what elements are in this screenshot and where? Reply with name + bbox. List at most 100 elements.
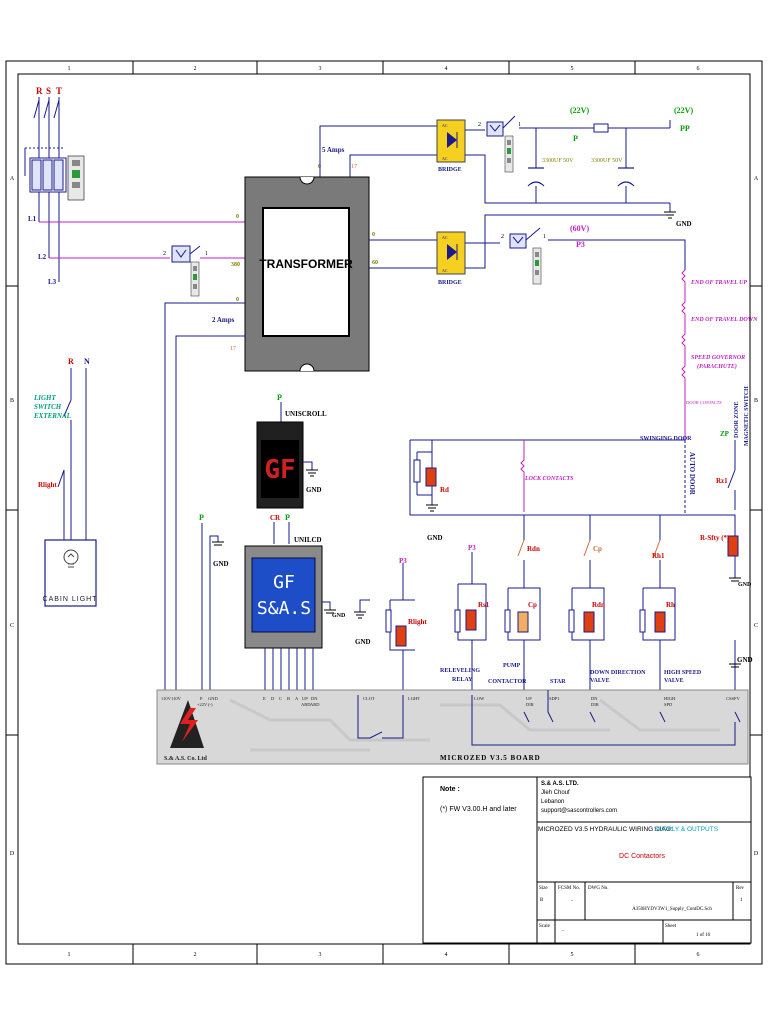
dc-breaker-bottom-pin-2: 2 bbox=[501, 234, 504, 240]
bridge-top-label: BRIDGE bbox=[438, 167, 462, 173]
l3-label: L3 bbox=[48, 278, 57, 286]
col-label-4: 4 bbox=[445, 66, 448, 72]
auto-door-label: AUTO DOOR bbox=[688, 452, 696, 496]
pump-label-1: PUMP bbox=[503, 663, 521, 669]
row-label-c-right: C bbox=[754, 623, 758, 629]
lock-contacts-label: LOCK CONTACTS bbox=[524, 476, 574, 482]
microzed-board: S.& A.S. Co. Ltd MICROZED V3.5 BOARD 110… bbox=[156, 689, 749, 765]
bridge-top-ac-2: AC bbox=[442, 156, 448, 161]
company-logo: S.& A.S. Co. Ltd bbox=[164, 700, 208, 762]
cp-contact-label: Cp bbox=[593, 545, 602, 553]
company-logo-text: S.& A.S. Co. Ltd bbox=[164, 756, 208, 762]
col-label-4-bottom: 4 bbox=[445, 952, 448, 958]
transformer-label: TRANSFORMER bbox=[259, 257, 353, 271]
safety-chain-wiring bbox=[681, 269, 686, 440]
cabin-light-box bbox=[44, 539, 97, 607]
cabin-lighting: R N LIGHT SWITCH EXTERNAL Rlight CABIN L… bbox=[33, 357, 97, 607]
size-label: Size bbox=[539, 886, 548, 891]
transformer-pin-17-bottom: 17 bbox=[230, 346, 236, 352]
uniscroll-p-label: P bbox=[277, 393, 282, 402]
board-pin-b: B bbox=[287, 696, 290, 701]
scale-label: Scale bbox=[539, 924, 551, 929]
transformer-amps-bottom: 2 Amps bbox=[212, 316, 235, 324]
unilcd-gnd-label: GND bbox=[332, 613, 346, 619]
main-supply: R S T bbox=[24, 86, 245, 286]
magnetic-switch-label: MAGNETIC SWITCH bbox=[744, 386, 750, 446]
down-valve-label-1: DOWN DIRECTION bbox=[590, 670, 646, 676]
board-pin-up-dir-sub: DIR bbox=[526, 702, 534, 707]
board-pin-dn-dir-sub: DIR bbox=[591, 702, 599, 707]
col-label-6-bottom: 6 bbox=[697, 952, 700, 958]
primary-breaker: 2 1 bbox=[163, 245, 208, 297]
uniscroll-display: P UNISCROLL GF GND bbox=[256, 393, 327, 509]
pp-label: PP bbox=[680, 124, 690, 133]
fcsm-value: - bbox=[571, 899, 573, 904]
board-pin-110v-a: 110V bbox=[161, 696, 172, 701]
board-pin-high-spd: SPD bbox=[664, 702, 673, 707]
primary-breaker-pin-2: 2 bbox=[163, 251, 166, 257]
gnd-sfty-label: GND bbox=[738, 582, 752, 588]
sheet-label: Sheet bbox=[665, 924, 677, 929]
unilcd-label: UNILCD bbox=[294, 536, 322, 544]
address-line-1: Jleh Chouf bbox=[541, 790, 570, 796]
output-gnd-symbols bbox=[354, 611, 741, 668]
board-pin-high: HIGH bbox=[664, 696, 676, 701]
filter-capacitors bbox=[527, 167, 635, 187]
sheet-value: 1 of 16 bbox=[696, 933, 711, 938]
rdn-contact-label: Rdn bbox=[527, 545, 540, 553]
rz1-label: Rz1 bbox=[716, 477, 728, 485]
col-label-1: 1 bbox=[68, 66, 71, 72]
row-label-a: A bbox=[10, 176, 15, 182]
relay-r-sfty-label: R-Sfty (*) bbox=[700, 534, 730, 542]
phase-r-label: R bbox=[36, 86, 43, 96]
uniscroll-segment-text: GF bbox=[264, 455, 295, 485]
col-label-3: 3 bbox=[319, 66, 322, 72]
unilcd-line-1: GF bbox=[273, 572, 295, 593]
drawing-frame: 1 2 3 4 5 6 1 2 3 4 5 6 A B C D A B C D bbox=[5, 60, 763, 965]
col-label-2-bottom: 2 bbox=[194, 952, 197, 958]
title-block: Note : (*) FW V3.00.H and later S.& A.S.… bbox=[422, 776, 752, 944]
note-label: Note : bbox=[440, 786, 460, 793]
board-pin-clot: CLOT bbox=[363, 696, 375, 701]
col-label-1-bottom: 1 bbox=[68, 952, 71, 958]
rlight-label-cabin: Rlight bbox=[38, 481, 57, 489]
board-supply-pins-wiring: P GND bbox=[199, 513, 229, 690]
board-title: MICROZED V3.5 BOARD bbox=[440, 754, 541, 762]
gnd-output-label: GND bbox=[355, 638, 371, 646]
col-label-3-bottom: 3 bbox=[319, 952, 322, 958]
company-name: S.& A.S. LTD. bbox=[541, 781, 579, 787]
end-travel-down-label: END OF TRAVEL DOWN bbox=[690, 317, 758, 323]
output-wiring bbox=[359, 515, 736, 690]
board-pin-lght: LGHT bbox=[408, 696, 420, 701]
p-label-supply: P bbox=[573, 134, 578, 143]
capacitor-1-label: 3300UF 50V bbox=[542, 158, 574, 164]
note-text: (*) FW V3.00.H and later bbox=[440, 806, 517, 813]
board-pin-dn: DN bbox=[311, 696, 318, 701]
size-value: B bbox=[540, 898, 544, 903]
row-label-b-right: B bbox=[754, 398, 758, 404]
dc-breaker-top-pin-2: 2 bbox=[478, 122, 481, 128]
board-gnd-label: GND bbox=[213, 560, 229, 568]
dc-breaker-top: 2 1 bbox=[478, 115, 521, 173]
rlight-coil-label: Rlight bbox=[408, 618, 427, 626]
diagram-title-suffix: SUPPLY & OUTPUTS bbox=[654, 826, 719, 833]
board-pin-22v: +22V bbox=[197, 702, 208, 707]
v22-label-1: (22V) bbox=[570, 106, 589, 115]
door-contacts-label: DOOR CONTACTS bbox=[685, 400, 722, 405]
lightbulb-icon bbox=[63, 549, 79, 568]
row-label-c: C bbox=[10, 623, 14, 629]
bridge-bottom-ac-2: AC bbox=[442, 268, 448, 273]
main-breaker-indicator bbox=[67, 155, 85, 201]
p3-relev-label: P3 bbox=[468, 544, 476, 552]
row-label-b: B bbox=[10, 398, 14, 404]
relay-contacts bbox=[517, 539, 661, 557]
bridge-rectifier-bottom: AC AC bbox=[436, 231, 466, 275]
diagram-subtitle: DC Contactors bbox=[619, 853, 665, 860]
transformer-pin-0-low: 0 bbox=[236, 297, 239, 303]
transformer-pin-0-right: 0 bbox=[372, 232, 375, 238]
phase-s-label: S bbox=[46, 86, 51, 96]
col-label-6: 6 bbox=[697, 66, 700, 72]
support-email: support@sascontrollers.com bbox=[541, 808, 617, 814]
scale-value: - bbox=[562, 929, 564, 934]
board-pin-a: A bbox=[295, 696, 299, 701]
